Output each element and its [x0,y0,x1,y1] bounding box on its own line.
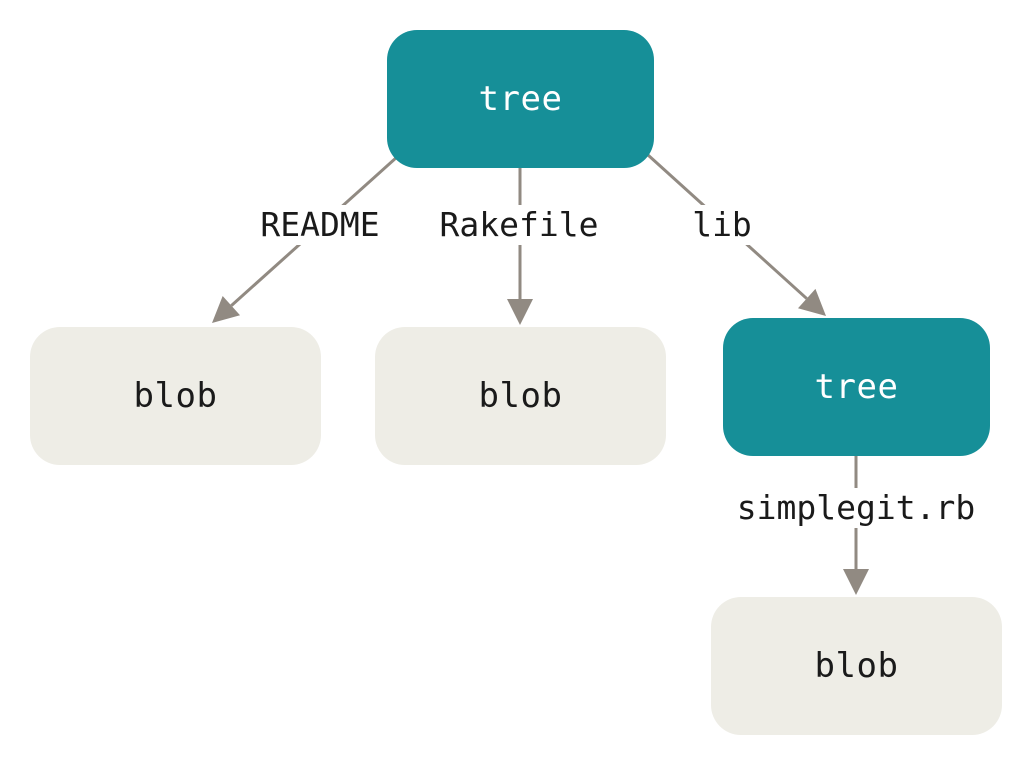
simplegit-blob-node: blob [711,597,1002,735]
edge-label-readme: README [256,205,384,245]
edge-label-rakefile: Rakefile [435,205,603,245]
root-tree-node: tree [387,30,654,168]
edge-readme-arrowhead [212,295,241,323]
readme-blob-node: blob [30,327,321,465]
edge-label-lib: lib [688,205,756,245]
edge-rakefile-arrowhead [507,299,533,325]
edge-label-simplegit: simplegit.rb [732,488,980,528]
edge-lib-arrowhead [797,288,826,316]
edge-simplegit-arrowhead [843,569,869,595]
rakefile-blob-node: blob [375,327,666,465]
lib-tree-node: tree [723,318,990,456]
